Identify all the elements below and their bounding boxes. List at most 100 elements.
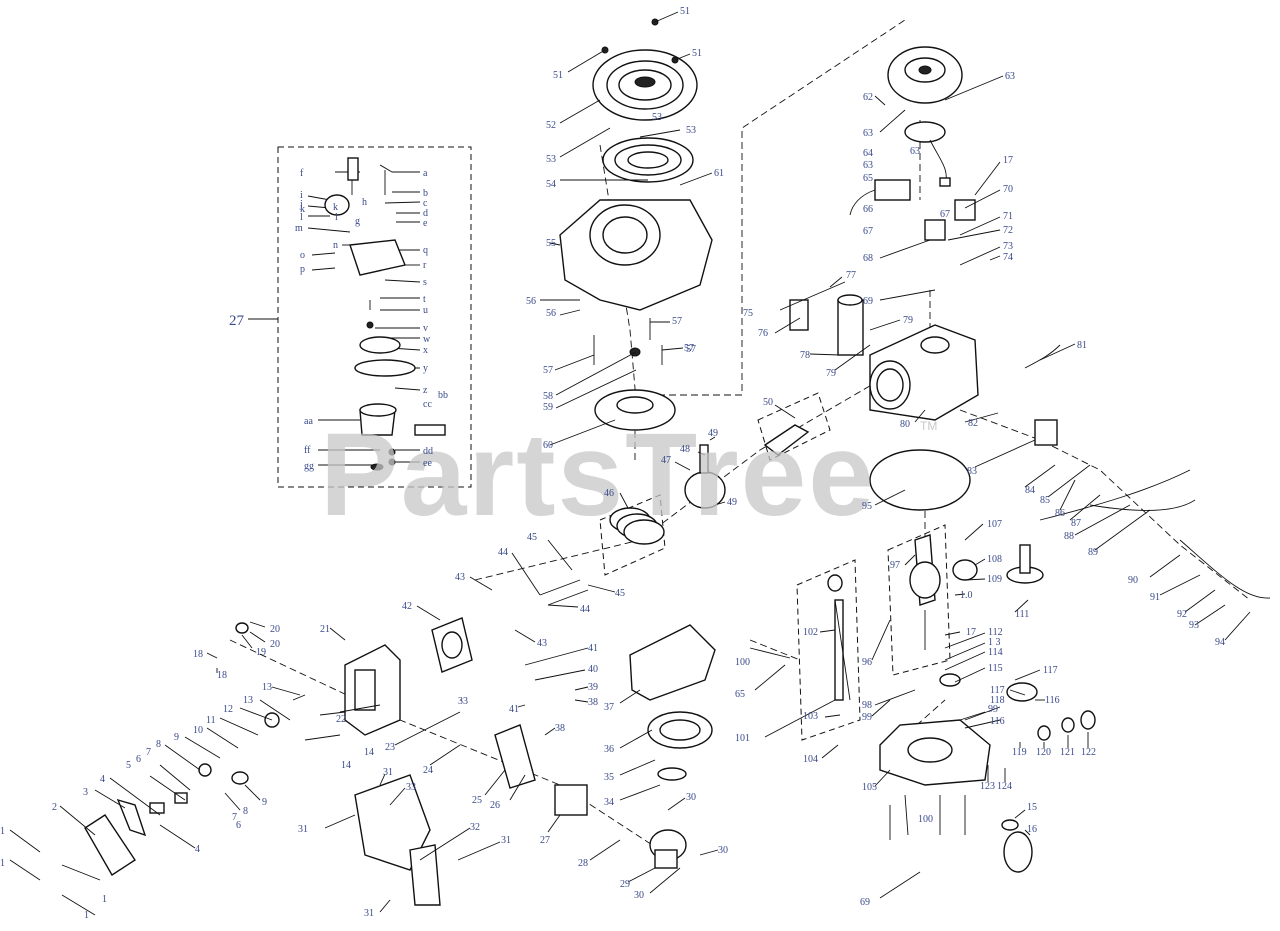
callout-100a: 100 <box>735 657 750 668</box>
callout-6b: 6 <box>236 820 241 831</box>
callout-63a: 63 <box>1005 71 1015 82</box>
callout-124: 124 <box>997 781 1012 792</box>
callout-99b: 99 <box>988 704 998 715</box>
callout-111: 111 <box>1015 609 1029 620</box>
callout-117b: 117 <box>990 685 1005 696</box>
callout-j: j <box>299 199 303 210</box>
connecting-rod <box>763 424 810 456</box>
callout-31b: 31 <box>298 824 308 835</box>
callout-94: 94 <box>1215 637 1225 648</box>
callout-65a: 65 <box>863 173 873 184</box>
callout-r: r <box>423 260 427 271</box>
callout-72: 72 <box>1003 225 1013 236</box>
group-box-crankshaft <box>887 524 951 676</box>
callout-84: 84 <box>1025 485 1035 496</box>
callout-36: 36 <box>604 744 614 755</box>
callout-19: 19 <box>256 647 266 658</box>
group-box-piston-rings <box>599 494 666 576</box>
callout-122: 122 <box>1081 747 1096 758</box>
callout-83: 83 <box>967 466 977 477</box>
callout-x: x <box>423 345 428 356</box>
callout-g: g <box>355 216 360 227</box>
callout-5: 5 <box>126 760 131 771</box>
callout-39: 39 <box>588 682 598 693</box>
callout-37: 37 <box>604 702 614 713</box>
callout-101: 101 <box>735 733 750 744</box>
callout-9a: 9 <box>174 732 179 743</box>
valve-cover <box>84 814 136 876</box>
callout-51b: 51 <box>553 70 563 81</box>
callout-67a: 67 <box>863 226 873 237</box>
callout-49b: 49 <box>727 497 737 508</box>
callout-4a: 4 <box>100 774 105 785</box>
callout-6a: 6 <box>136 754 141 765</box>
callout-48: 48 <box>680 444 690 455</box>
callout-8a: 8 <box>156 739 161 750</box>
callout-30b: 30 <box>718 845 728 856</box>
callout-13b: 13 <box>243 695 253 706</box>
callout-44b: 44 <box>580 604 590 615</box>
intake-manifold <box>494 724 536 789</box>
callout-89: 89 <box>1088 547 1098 558</box>
regulator <box>954 199 976 221</box>
callout-23: 23 <box>385 742 395 753</box>
callout-27: 27 <box>229 313 245 329</box>
callout-1d: 1 <box>84 910 89 921</box>
callout-38a: 38 <box>588 697 598 708</box>
callout-95: 95 <box>862 501 872 512</box>
callout-64: 64 <box>863 148 873 159</box>
callout-51c: 51 <box>692 48 702 59</box>
callout-ee: ee <box>423 458 432 469</box>
callout-45a: 45 <box>527 532 537 543</box>
carburetor-detail-parts <box>324 157 446 471</box>
callout-57c: 57 <box>684 343 694 354</box>
callout-80: 80 <box>900 419 910 430</box>
callout-14a: 14 <box>364 747 374 758</box>
callout-70: 70 <box>1003 184 1013 195</box>
callout-1b: 1 <box>102 894 107 905</box>
group-box-connecting-rod <box>757 392 831 461</box>
callout-50: 50 <box>763 397 773 408</box>
callout-24: 24 <box>423 765 433 776</box>
callout-41a: 41 <box>588 643 598 654</box>
callout-q: q <box>423 245 428 256</box>
callout-2: 2 <box>52 802 57 813</box>
callout-33b: 33 <box>406 782 416 793</box>
callout-7a: 7 <box>146 747 151 758</box>
callout-12: 12 <box>223 704 233 715</box>
callout-88: 88 <box>1064 531 1074 542</box>
callout-v: v <box>423 323 428 334</box>
callout-91: 91 <box>1150 592 1160 603</box>
callout-60: 60 <box>543 440 553 451</box>
callout-9b: 9 <box>262 797 267 808</box>
callout-85: 85 <box>1040 495 1050 506</box>
callout-57b: 57 <box>543 365 553 376</box>
callout-52: 52 <box>546 120 556 131</box>
callout-115b: 15 <box>1027 802 1037 813</box>
callout-76: 76 <box>758 328 768 339</box>
callout-75: 75 <box>743 308 753 319</box>
callout-86: 86 <box>1055 508 1065 519</box>
callout-40: 40 <box>588 664 598 675</box>
callout-31c: 31 <box>501 835 511 846</box>
callout-u: u <box>423 305 428 316</box>
callout-n: n <box>333 240 338 251</box>
callout-27b: 27 <box>540 835 550 846</box>
callout-53c: 53 <box>686 125 696 136</box>
callout-y: y <box>423 363 428 374</box>
callout-43b: 43 <box>537 638 547 649</box>
callout-1a: 1 <box>0 826 5 837</box>
governor-gear <box>1006 682 1038 702</box>
callout-4b: 4 <box>195 844 200 855</box>
callout-57a: 57 <box>672 316 682 327</box>
air-filter-cover <box>629 624 716 701</box>
callout-33a: 33 <box>458 696 468 707</box>
callout-22: 22 <box>336 714 346 725</box>
callout-20b: 20 <box>270 639 280 650</box>
callout-aa: aa <box>304 416 313 427</box>
callout-108: 108 <box>987 554 1002 565</box>
callout-28: 28 <box>578 858 588 869</box>
callout-105: 105 <box>862 782 877 793</box>
callout-82: 82 <box>968 418 978 429</box>
